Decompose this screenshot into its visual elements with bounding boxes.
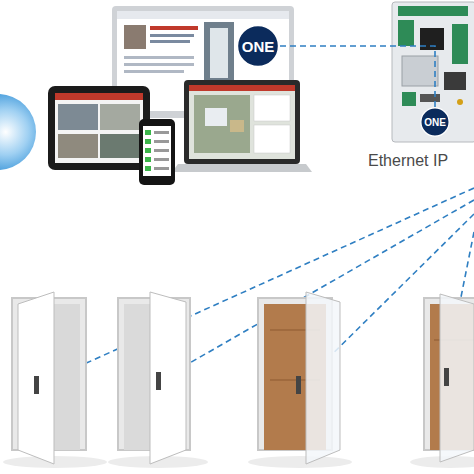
logo-badge: ONE <box>236 24 280 68</box>
logo-badge: ONE <box>420 107 450 137</box>
network-label: Ethernet IP <box>368 152 448 170</box>
badge-text: ONE <box>424 117 446 128</box>
badge-text: ONE <box>242 38 275 55</box>
network-link <box>280 46 435 107</box>
